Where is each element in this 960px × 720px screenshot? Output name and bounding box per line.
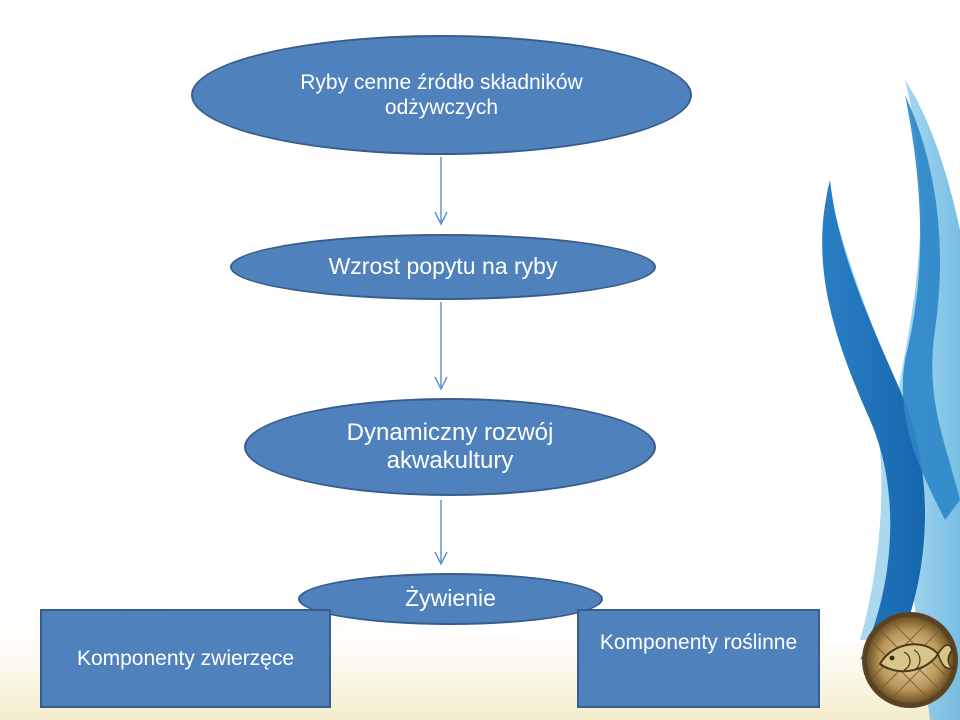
node-aquaculture-label: Dynamiczny rozwój akwakultury — [346, 418, 554, 474]
node-plant-components: Komponenty roślinne — [577, 609, 820, 708]
node-fish-demand: Wzrost popytu na ryby — [230, 234, 656, 300]
node-animal-components: Komponenty zwierzęce — [40, 609, 331, 708]
wave-dark-1 — [822, 180, 925, 660]
node-animal-components-label: Komponenty zwierzęce — [76, 647, 295, 671]
wave-dark-2 — [902, 95, 960, 520]
node-fish-nutrients-label: Ryby cenne źródło składników odżywczych — [300, 71, 583, 119]
node-feeding-label: Żywienie — [405, 585, 496, 612]
node-feeding: Żywienie — [298, 573, 603, 625]
node-plant-components-label: Komponenty roślinne — [599, 631, 798, 654]
node-fish-nutrients: Ryby cenne źródło składników odżywczych — [191, 35, 692, 155]
arrows — [434, 157, 448, 566]
node-fish-demand-label: Wzrost popytu na ryby — [328, 253, 558, 280]
node-aquaculture: Dynamiczny rozwój akwakultury — [244, 398, 656, 496]
fish-emblem-icon — [862, 612, 958, 708]
